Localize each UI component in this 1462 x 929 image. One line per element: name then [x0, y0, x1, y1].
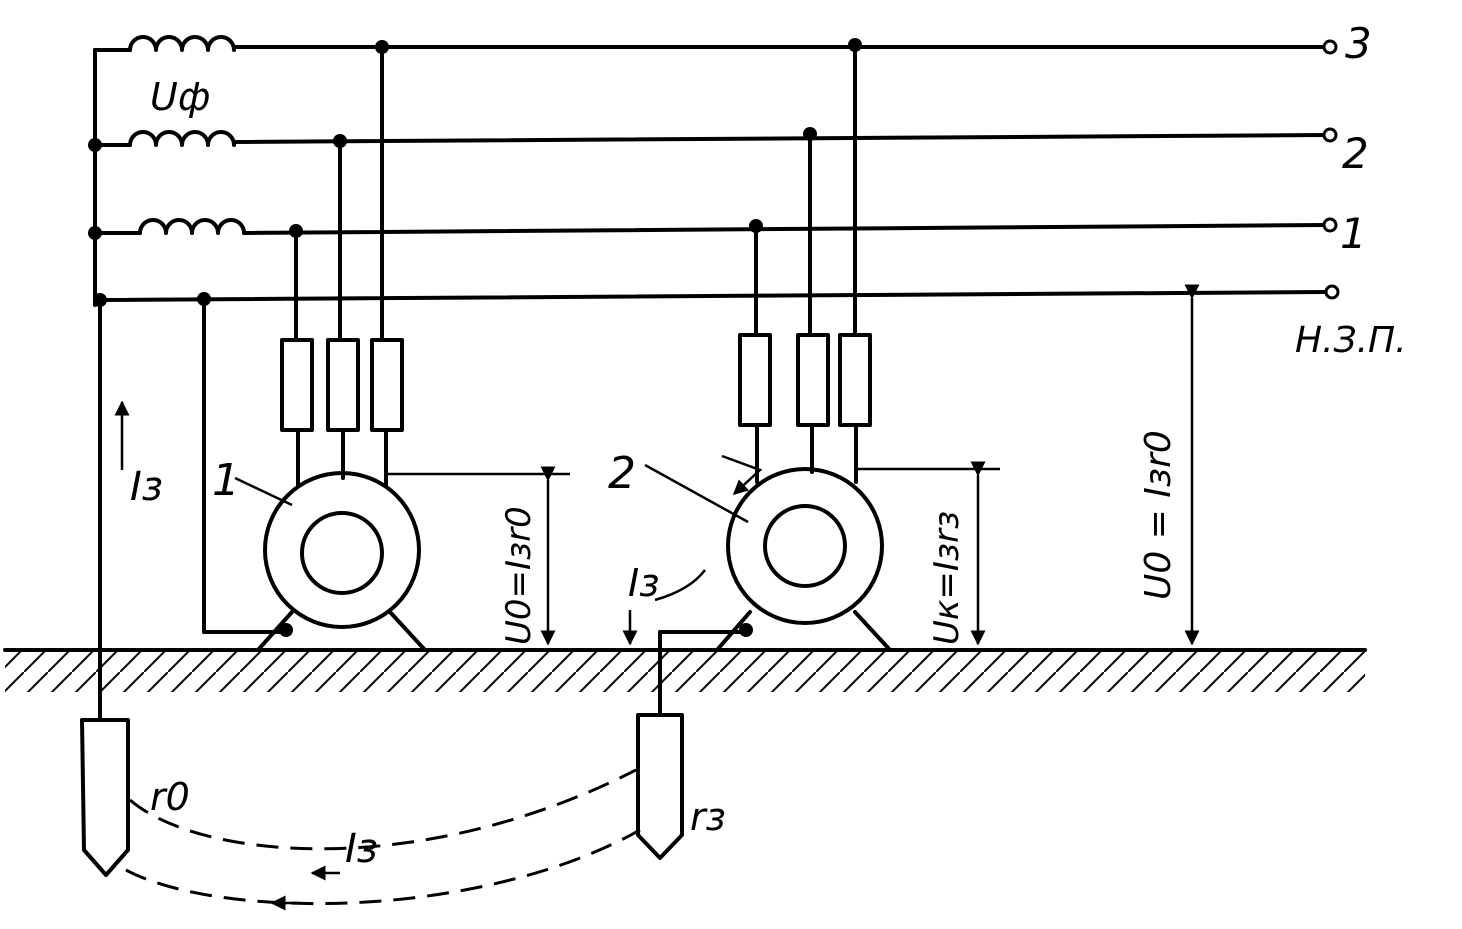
fuse-1b [326, 338, 360, 432]
motor-2-feed [721, 38, 872, 496]
fuse-2b [796, 333, 830, 427]
label-u0-right: U0 = Iзr0 [1138, 430, 1179, 600]
label-motor-1: 1 [212, 455, 240, 506]
fuse-1a [280, 338, 314, 432]
label-line-2: 2 [1342, 129, 1369, 178]
label-u0-motor1: U0=Iзr0 [499, 506, 539, 645]
label-line-3: 3 [1345, 19, 1372, 68]
label-rz: rз [690, 795, 726, 839]
electrode-r0 [80, 718, 130, 877]
fuse-1c [370, 338, 404, 432]
current-leader [654, 569, 706, 602]
source-neutral-bus [88, 48, 107, 722]
winding-phase-1 [93, 218, 246, 235]
electrode-rz [636, 630, 684, 860]
fuse-2a [738, 333, 772, 427]
supply-lines [98, 39, 1340, 302]
fuse-2c [838, 333, 872, 427]
label-neutral: Н.З.П. [1295, 320, 1407, 361]
motor-1-feed [197, 40, 404, 637]
label-current-return: Iз [345, 826, 378, 872]
label-current-fault: Iз [628, 561, 659, 605]
winding-phase-3 [93, 35, 236, 52]
label-line-1: 1 [1340, 209, 1367, 258]
ground [3, 648, 1367, 692]
return-path-upper [129, 768, 637, 851]
label-phase-voltage: Uф [150, 75, 210, 119]
winding-phase-2 [93, 130, 236, 147]
label-current-up: Iз [130, 464, 163, 510]
motor-1-leader [234, 476, 293, 507]
motor-1 [256, 471, 570, 652]
motor-2-leader [644, 463, 749, 524]
return-path-lower [125, 828, 641, 906]
label-uk-motor2: Uк=Iзrз [927, 511, 967, 645]
label-r0: r0 [150, 775, 190, 819]
label-motor-2: 2 [608, 448, 636, 499]
